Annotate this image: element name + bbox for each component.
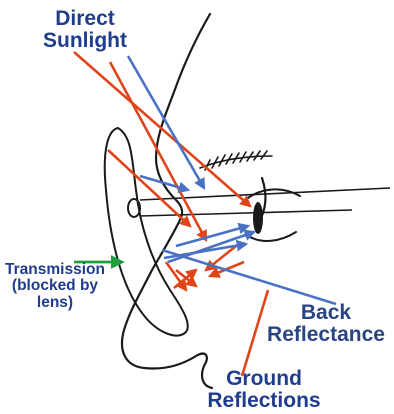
back-reflectance-line-2: Reflectance [258,324,394,346]
transmission-label: Transmission (blocked by lens) [0,262,110,311]
lower-eyelid [248,232,296,241]
eye [248,189,300,241]
back-reflectance-label: Back Reflectance [258,302,394,346]
back-ray-3 [176,226,248,246]
ground-reflections-line-1: Ground [196,368,332,390]
transmission-line-2: (blocked by [0,278,110,294]
ground-reflections-line-2: Reflections [196,390,332,412]
direct-sunlight-label: Direct Sunlight [30,8,140,52]
direct-ray-2 [110,62,206,240]
pupil [253,202,263,234]
transmission-line-1: Transmission [0,262,110,278]
eyebrow [200,151,272,170]
ground-reflections-label: Ground Reflections [196,368,332,412]
direct-sunlight-line-2: Sunlight [30,30,140,52]
direct-sunlight-line-1: Direct [30,8,140,30]
transmission-line-3: lens) [0,295,110,311]
back-reflectance-line-1: Back [258,302,394,324]
